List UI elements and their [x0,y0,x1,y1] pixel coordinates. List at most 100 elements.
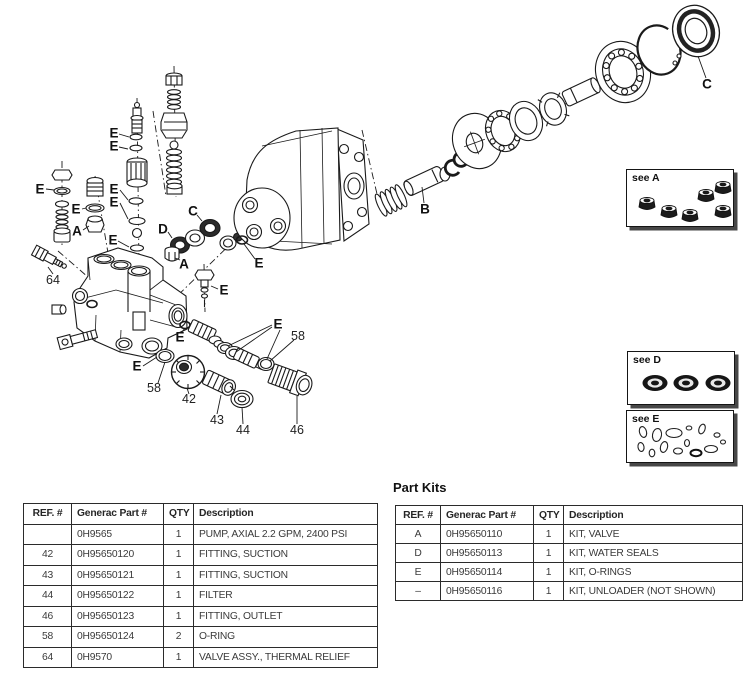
table-row: 58 0H95650124 2 O-RING [23,626,378,648]
part-label-e: E [132,358,142,374]
desc-cell: KIT, O-RINGS [563,562,743,582]
ball-bearing [594,40,652,104]
fitting-42 [170,354,206,390]
part-label-c: C [188,203,198,219]
table-row: 0H9565 1 PUMP, AXIAL 2.2 GPM, 2400 PSI [23,523,378,545]
part-label-46: 46 [290,422,304,437]
callout-see-d-title: see D [633,354,662,366]
ref-cell: 43 [23,564,72,586]
o-rings-icon [637,423,727,458]
valve-plug-column [85,176,105,233]
table-row: E 0H95650114 1 KIT, O-RINGS [395,562,743,582]
table-row: 64 0H9570 1 VALVE ASSY., THERMAL RELIEF [23,646,378,668]
header-desc: Description [563,505,743,525]
part-cell: 0H95650114 [440,562,534,582]
part-kits-table: REF. # Generac Part # QTY Description A … [395,505,743,601]
manifold-block [51,247,188,359]
header-desc: Description [193,503,378,525]
leader-lines [45,55,707,425]
part-cell: 0H95650124 [71,626,164,648]
callout-see-a-title: see A [632,172,660,184]
part-label-e: E [108,232,118,248]
ref-cell: 44 [23,585,72,607]
seal-group [164,218,244,262]
ref-cell: 46 [23,605,72,627]
qty-cell: 2 [163,626,194,648]
part-label-e: E [71,201,81,217]
part-label-64: 64 [46,272,60,287]
part-cell: 0H95650110 [440,524,534,544]
qty-cell: 1 [163,585,194,607]
desc-cell: KIT, VALVE [563,524,743,544]
center-valve-stack [126,101,148,265]
fitting-43 [202,369,237,396]
part-label-e: E [219,282,229,298]
oil-seal [671,4,721,58]
ref-cell: A [395,524,441,544]
thrust-washer [508,100,544,142]
part-cell: 0H9565 [71,523,164,545]
exploded-parts-diagram [30,4,721,425]
filter-44 [229,385,254,409]
desc-cell: FILTER [193,585,378,607]
drive-shaft [403,166,445,196]
qty-cell: 1 [533,524,564,544]
ref-cell [23,523,72,545]
table-row: 46 0H95650123 1 FITTING, OUTLET [23,605,378,627]
table-row: A 0H95650110 1 KIT, VALVE [395,524,743,544]
header-ref: REF. # [23,503,72,525]
header-ref: REF. # [395,505,441,525]
desc-cell: FITTING, OUTLET [193,605,378,627]
ref-cell: 58 [23,626,72,648]
ref-cell: 64 [23,646,72,668]
pump-housing [233,127,370,251]
part-label-44: 44 [236,422,250,437]
thrust-bearing [484,109,522,153]
piston-spring [374,184,408,217]
fitting-46 [267,363,313,397]
header-qty: QTY [163,503,194,525]
ref-cell: E [395,562,441,582]
part-label-c: C [702,76,712,92]
parts-table-header-row: REF. # Generac Part # QTY Description [23,503,378,525]
desc-cell: KIT, WATER SEALS [563,543,743,563]
part-label-58: 58 [147,380,161,395]
part-label-e: E [273,316,283,332]
part-label-e: E [109,181,119,197]
callout-see-a: see A [626,169,734,227]
part-label-43: 43 [210,412,224,427]
water-seals-icon [642,375,731,391]
part-label-e: E [109,138,119,154]
part-label-e: E [175,329,185,345]
ref-cell: – [395,581,441,601]
header-part: Generac Part # [71,503,164,525]
part-label-e: E [254,255,264,271]
qty-cell: 1 [163,646,194,668]
part-label-58: 58 [291,328,305,343]
callout-see-e: see E [626,410,734,463]
ref-cell: D [395,543,441,563]
qty-cell: 1 [533,543,564,563]
qty-cell: 1 [163,605,194,627]
part-label-d: D [158,221,168,237]
part-label-a: A [179,256,189,272]
part-cell: 0H95650122 [71,585,164,607]
qty-cell: 1 [533,562,564,582]
part-label-e: E [109,194,119,210]
valve-caps-icon [638,181,732,222]
part-cell: 0H9570 [71,646,164,668]
part-cell: 0H95650116 [440,581,534,601]
qty-cell: 1 [163,544,194,566]
callout-see-e-title: see E [632,413,660,425]
desc-cell: FITTING, SUCTION [193,564,378,586]
table-row: – 0H95650116 1 KIT, UNLOADER (NOT SHOWN) [395,581,743,601]
table-row: 43 0H95650121 1 FITTING, SUCTION [23,564,378,586]
ref-cell: 42 [23,544,72,566]
drivetrain [374,4,721,217]
bottom-fitting-train [155,319,313,409]
roller-bearing [537,92,570,127]
shaft-end [561,77,601,107]
desc-cell: PUMP, AXIAL 2.2 GPM, 2400 PSI [193,523,378,545]
table-row: 44 0H95650122 1 FILTER [23,585,378,607]
